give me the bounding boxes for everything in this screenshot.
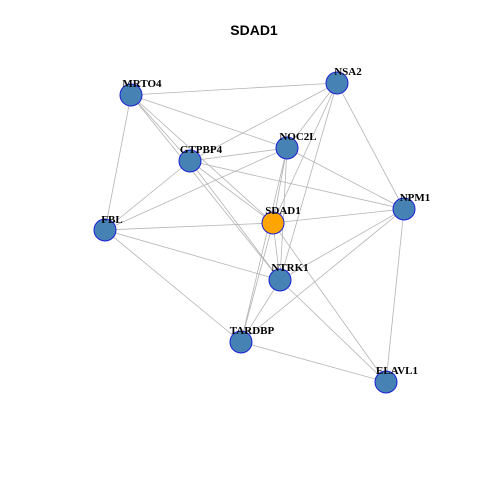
- edge-noc2l-fbl: [104, 147, 288, 231]
- node-circle: [229, 330, 253, 354]
- node-label: SDAD1: [265, 205, 300, 217]
- edge-npm1-tardbp: [240, 208, 405, 343]
- edge-noc2l-ntrk1: [279, 147, 288, 281]
- edge-nsa2-npm1: [336, 82, 405, 210]
- edge-tardbp-elavl1: [240, 341, 387, 383]
- edge-npm1-sdad1: [272, 208, 405, 224]
- node-circle: [93, 218, 117, 242]
- node-gtpbp4: GTPBP4: [178, 144, 223, 173]
- node-mrto4: MRTO4: [119, 78, 162, 107]
- edge-sdad1-tardbp: [240, 222, 274, 343]
- edge-ntrk1-elavl1: [279, 279, 387, 383]
- node-nsa2: NSA2: [325, 66, 362, 95]
- edge-fbl-ntrk1: [104, 229, 281, 281]
- node-label: TARDBP: [230, 325, 275, 337]
- node-tardbp: TARDBP: [229, 325, 275, 354]
- node-circle: [268, 268, 292, 292]
- edge-mrto4-gtpbp4: [130, 94, 191, 162]
- edge-nsa2-gtpbp4: [189, 82, 338, 162]
- edge-noc2l-tardbp: [240, 147, 288, 343]
- node-fbl: FBL: [93, 214, 123, 242]
- node-circle: [325, 71, 349, 95]
- edge-mrto4-ntrk1: [130, 94, 281, 281]
- edge-gtpbp4-fbl: [104, 160, 191, 231]
- node-label: NOC2L: [279, 131, 316, 143]
- edge-nsa2-ntrk1: [279, 82, 338, 281]
- node-label: NPM1: [400, 192, 431, 204]
- edge-mrto4-noc2l: [130, 94, 288, 149]
- node-noc2l: NOC2L: [275, 131, 317, 160]
- edge-ntrk1-tardbp: [240, 279, 281, 343]
- edge-nsa2-noc2l: [286, 82, 338, 149]
- node-npm1: NPM1: [392, 192, 431, 221]
- edge-sdad1-elavl1: [272, 222, 387, 383]
- node-circle: [275, 136, 299, 160]
- edge-npm1-ntrk1: [279, 208, 405, 281]
- edge-nsa2-sdad1: [272, 82, 338, 224]
- node-label: FBL: [101, 214, 122, 226]
- node-label: GTPBP4: [180, 144, 223, 156]
- node-label: NTRK1: [271, 262, 308, 274]
- node-label: ELAVL1: [376, 365, 418, 377]
- node-circle: [178, 149, 202, 173]
- node-elavl1: ELAVL1: [374, 365, 418, 394]
- node-label: MRTO4: [122, 78, 162, 90]
- node-ntrk1: NTRK1: [268, 262, 309, 292]
- edge-noc2l-npm1: [286, 147, 405, 210]
- edge-fbl-tardbp: [104, 229, 242, 343]
- node-sdad1: SDAD1: [261, 205, 301, 235]
- node-circle: [374, 370, 398, 394]
- edge-gtpbp4-noc2l: [189, 147, 288, 162]
- node-circle: [261, 211, 285, 235]
- edge-gtpbp4-sdad1: [189, 160, 274, 224]
- edge-gtpbp4-ntrk1: [189, 160, 281, 281]
- edge-npm1-elavl1: [385, 208, 405, 383]
- edge-mrto4-nsa2: [130, 82, 338, 96]
- node-circle: [119, 83, 143, 107]
- node-label: NSA2: [334, 66, 362, 78]
- node-circle: [392, 197, 416, 221]
- graph-title: SDAD1: [230, 22, 278, 38]
- edge-gtpbp4-npm1: [189, 160, 405, 210]
- edge-layer: [104, 82, 405, 383]
- edge-fbl-sdad1: [104, 222, 274, 231]
- edge-noc2l-sdad1: [272, 147, 288, 224]
- edge-mrto4-fbl: [104, 94, 132, 231]
